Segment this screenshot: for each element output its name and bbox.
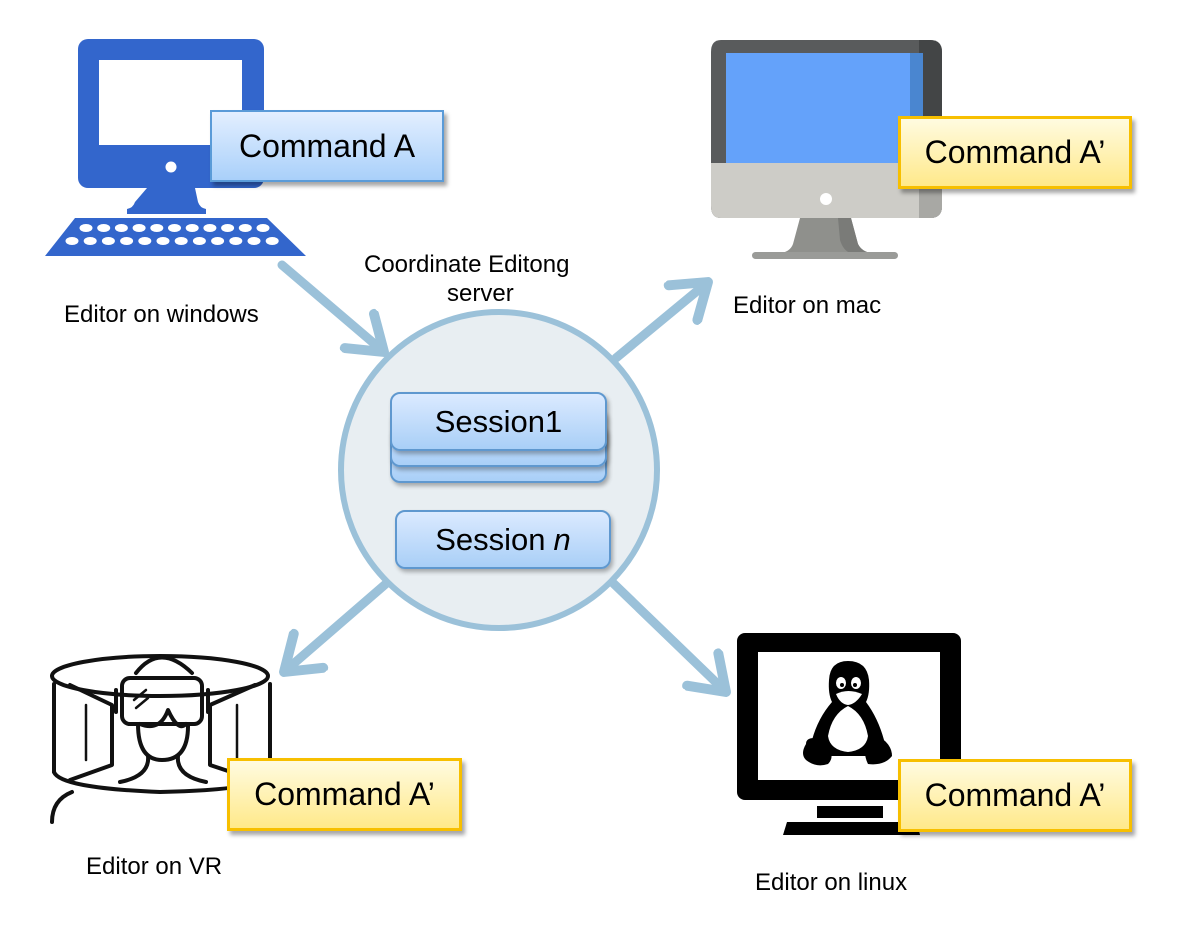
mac-editor-label: Editor on mac — [733, 292, 882, 319]
keyboard-key — [185, 224, 199, 232]
vr-headset-user-icon — [50, 654, 272, 824]
windows-editor-label: Editor on windows — [64, 301, 259, 328]
keyboard-key — [97, 224, 111, 232]
arrow-server-to-mac — [611, 282, 708, 363]
keyboard-key — [156, 237, 170, 245]
command-replica-box-vr: Command A’ — [227, 758, 462, 831]
keyboard-key — [83, 237, 97, 245]
keyboard-key — [150, 224, 164, 232]
command-replica-text-vr: Command A’ — [254, 776, 435, 812]
keyboard-key — [238, 224, 252, 232]
keyboard-key — [256, 224, 270, 232]
keyboard-key — [168, 224, 181, 232]
server-title: Coordinate Editong — [364, 251, 570, 278]
keyboard-key — [174, 237, 188, 245]
vr-editor-label: Editor on VR — [86, 853, 223, 880]
keyboard-key — [229, 237, 243, 245]
tux-penguin-icon — [803, 661, 892, 766]
keyboard-key — [247, 237, 261, 245]
keyboard-key — [138, 237, 152, 245]
command-origin-text: Command A — [238, 127, 416, 164]
server-subtitle: server — [447, 280, 514, 307]
command-replica-text-mac: Command A’ — [924, 134, 1106, 170]
mac-monitor-icon — [711, 40, 942, 259]
keyboard-key — [203, 224, 217, 232]
linux-monitor-icon — [737, 633, 961, 835]
keyboard-key — [79, 224, 93, 232]
arrow-windows-to-server — [277, 260, 384, 352]
session-1-box: Session1 — [390, 392, 607, 451]
keyboard-key — [132, 224, 146, 232]
keyboard-key — [265, 237, 279, 245]
session-n-index: n — [553, 521, 571, 557]
command-replica-box-linux: Command A’ — [898, 759, 1132, 832]
keyboard-key — [211, 237, 225, 245]
session-1-label: Session1 — [434, 403, 563, 439]
keyboard-key — [101, 237, 115, 245]
arrow-server-to-linux — [607, 577, 726, 692]
keyboard-key — [65, 237, 79, 245]
keyboard-key — [192, 237, 206, 245]
command-replica-text-linux: Command A’ — [924, 777, 1106, 813]
linux-editor-label: Editor on linux — [755, 869, 908, 896]
keyboard-key — [114, 224, 128, 232]
arrow-server-to-vr — [284, 577, 393, 672]
command-origin-box: Command A — [210, 110, 444, 182]
keyboard-key — [221, 224, 235, 232]
session-n-label: Session — [435, 521, 546, 557]
keyboard-key — [120, 237, 134, 245]
command-replica-box-mac: Command A’ — [898, 116, 1132, 189]
